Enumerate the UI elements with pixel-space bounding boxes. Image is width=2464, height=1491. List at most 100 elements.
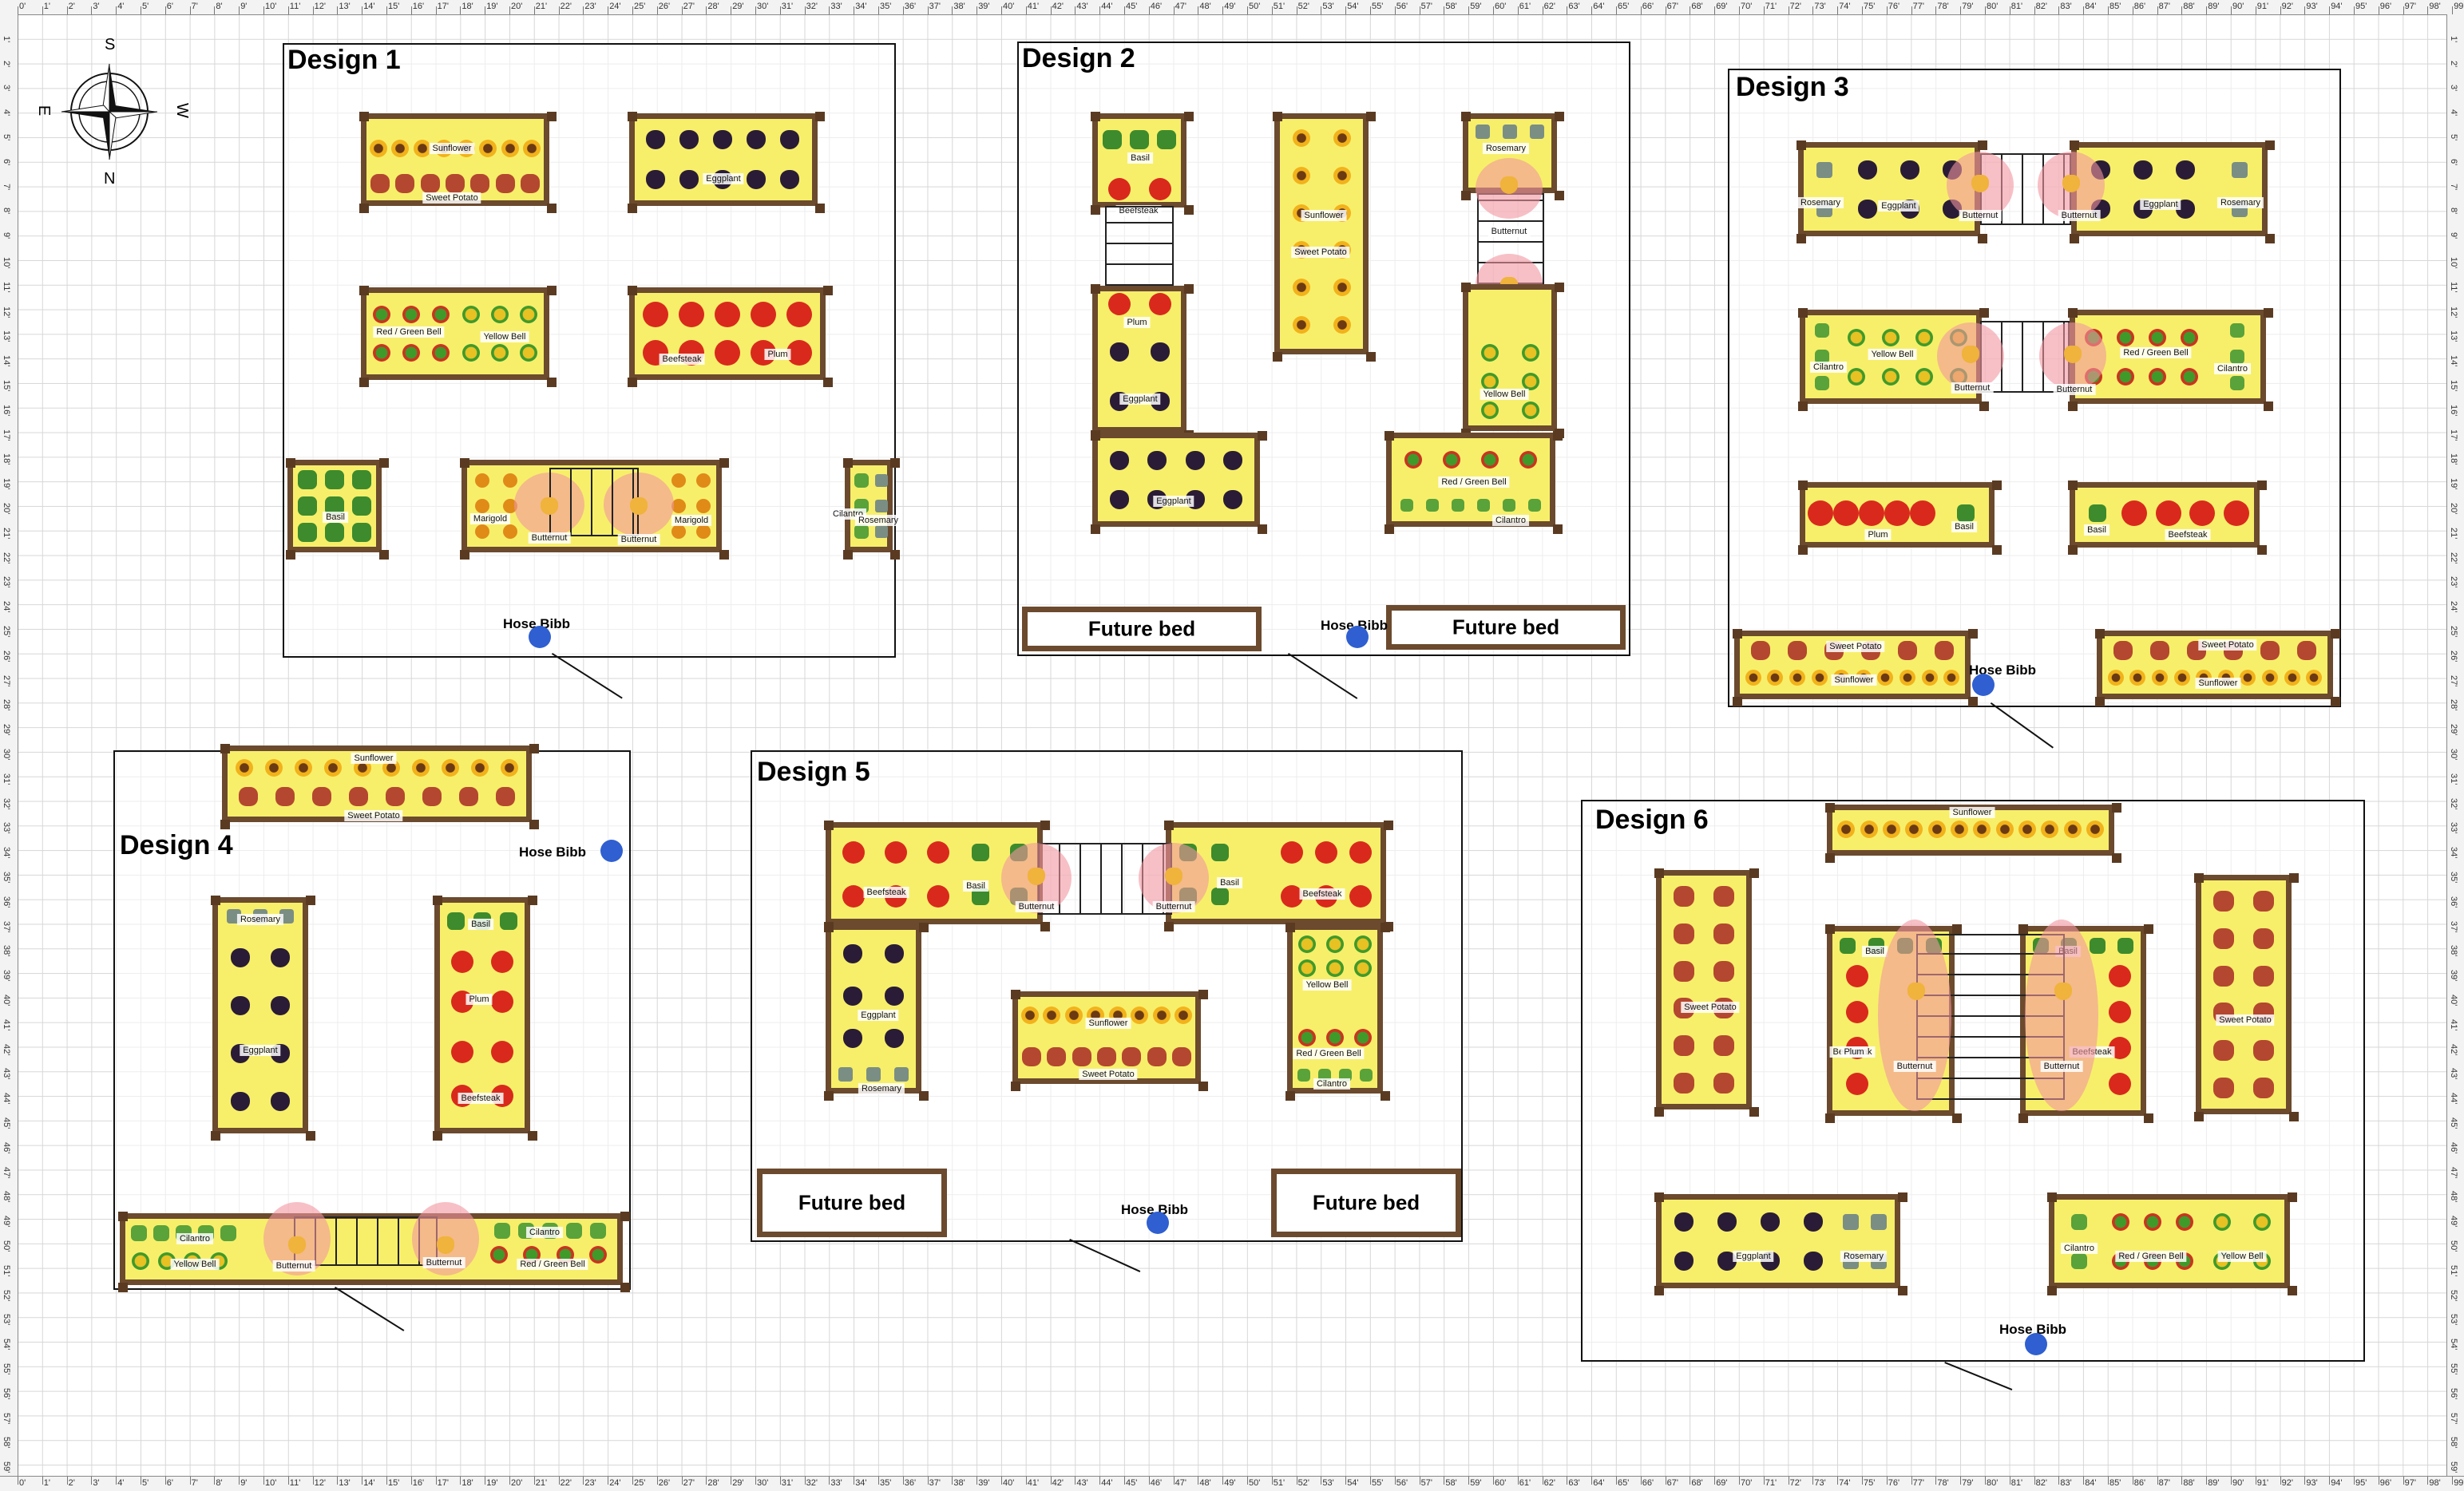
bed-post — [220, 820, 230, 829]
bed-post — [118, 1283, 128, 1292]
raised-bed — [1091, 284, 1194, 440]
eggplant-plant-icon — [231, 1092, 250, 1111]
ruler-tick — [1640, 1477, 1642, 1485]
ruler-label: 20' — [2, 503, 11, 515]
sweet-potato-plant-icon — [1788, 641, 1807, 660]
plant-label: Beefsteak — [458, 1093, 504, 1104]
plant-label: Butternut — [422, 1257, 465, 1268]
bed-post — [824, 821, 834, 830]
bed-post — [1040, 922, 1050, 931]
ruler-label: 82' — [2035, 2, 2047, 11]
ruler-label: 28' — [2, 699, 11, 711]
sweet-potato-plant-icon — [2213, 965, 2234, 987]
cilantro-plant-icon — [1360, 1069, 1373, 1082]
plant-label: Cilantro — [2214, 363, 2251, 374]
sweet-potato-plant-icon — [395, 174, 415, 193]
ruler-label: 24' — [2449, 601, 2458, 613]
cilantro-plant-icon — [566, 1223, 582, 1239]
plant-label: Cilantro — [1810, 362, 1847, 373]
ruler-label: 28' — [707, 2, 719, 11]
beefsteak-plant-icon — [1280, 840, 1303, 864]
ruler-label: 74' — [1839, 1478, 1851, 1488]
basil-plant-icon — [1211, 843, 1229, 861]
ruler-label: 37' — [2, 920, 11, 932]
ruler-tick — [656, 6, 658, 14]
sunflower-plant-icon — [2262, 670, 2278, 686]
ruler-tick — [706, 6, 707, 14]
red-green-bell-plant-icon — [431, 306, 450, 323]
ruler-label: 52' — [2449, 1289, 2458, 1301]
ruler-label: 5' — [2, 134, 11, 141]
ruler-label: 7' — [2, 183, 11, 190]
bed-post — [1797, 140, 1806, 150]
ruler-label: 15' — [2449, 380, 2458, 392]
plant-label: Eggplant — [1733, 1251, 1774, 1262]
ruler-label: 6' — [166, 2, 174, 11]
plant-label: Sweet Potato — [1291, 247, 1350, 258]
ruler-label: 43' — [2, 1068, 11, 1080]
beefsteak-plant-icon — [642, 302, 668, 327]
bed-post — [460, 550, 469, 560]
bed-post — [1555, 112, 1564, 121]
ruler-label: 89' — [2208, 1478, 2220, 1488]
ruler-tick — [1025, 1477, 1027, 1485]
red-green-bell-plant-icon — [402, 306, 420, 323]
sweet-potato-plant-icon — [1713, 923, 1734, 944]
ruler-tick — [460, 1477, 462, 1485]
ruler-label: 55' — [2, 1363, 11, 1375]
ruler-label: 43' — [1076, 1478, 1088, 1488]
ruler-label: 55' — [2449, 1363, 2458, 1375]
sunflower-plant-icon — [1927, 821, 1946, 838]
ruler-tick — [1616, 6, 1617, 14]
bed-post — [2257, 545, 2267, 555]
bed-post — [1385, 524, 1394, 534]
ruler-label: 75' — [1864, 2, 1876, 11]
bed-post — [1654, 868, 1664, 878]
basil-plant-icon — [1130, 130, 1149, 149]
yellow-bell-plant-icon — [1521, 344, 1539, 362]
ruler-label: 61' — [1519, 1478, 1531, 1488]
ruler-label: 85' — [2109, 2, 2121, 11]
bed-post — [1825, 1113, 1835, 1123]
ruler-label: 68' — [1691, 2, 1703, 11]
ruler-label: 31' — [2449, 773, 2458, 785]
bed-post — [1798, 401, 1808, 411]
ruler-label: 41' — [2, 1018, 11, 1031]
basil-plant-icon — [298, 523, 317, 543]
sweet-potato-plant-icon — [1047, 1047, 1067, 1066]
bed-post — [1979, 308, 1989, 318]
ruler-label: 7' — [191, 2, 198, 11]
cilantro-plant-icon — [1815, 350, 1829, 364]
eggplant-plant-icon — [1147, 450, 1167, 470]
eggplant-plant-icon — [1857, 160, 1877, 180]
sunflower-plant-icon — [500, 759, 518, 777]
red-green-bell-plant-icon — [2144, 1212, 2161, 1231]
plant-label: Sunflower — [1085, 1018, 1131, 1029]
ruler-tick — [1616, 1477, 1617, 1485]
ruler-label: 1' — [2, 35, 11, 43]
plant-label: Butternut — [2058, 210, 2101, 221]
bed-post — [118, 1212, 128, 1221]
ruler-label: 37' — [2449, 920, 2458, 932]
ruler-label: 96' — [2379, 2, 2392, 11]
yellow-bell-plant-icon — [1480, 401, 1499, 419]
ruler-label: 46' — [1150, 1478, 1163, 1488]
yellow-bell-plant-icon — [491, 306, 509, 323]
ruler-label: 24' — [609, 1478, 621, 1488]
eggplant-plant-icon — [885, 987, 904, 1006]
sunflower-plant-icon — [1789, 670, 1805, 686]
ruler-tick — [2034, 6, 2035, 14]
plant-label: Butternut — [2053, 384, 2096, 395]
ruler-label: 91' — [2256, 1478, 2269, 1488]
eggplant-plant-icon — [1109, 342, 1129, 362]
plant-label: Basil — [468, 919, 493, 930]
red-green-bell-plant-icon — [489, 1246, 508, 1264]
future-bed-label: Future bed — [798, 1190, 906, 1215]
bed-post — [286, 550, 295, 560]
ruler-label: 84' — [2085, 2, 2097, 11]
ruler-label: 22' — [2, 552, 11, 564]
bed-post — [1184, 284, 1194, 294]
bed-post — [2194, 873, 2204, 883]
sunflower-plant-icon — [391, 140, 410, 157]
ruler-tick — [804, 6, 806, 14]
